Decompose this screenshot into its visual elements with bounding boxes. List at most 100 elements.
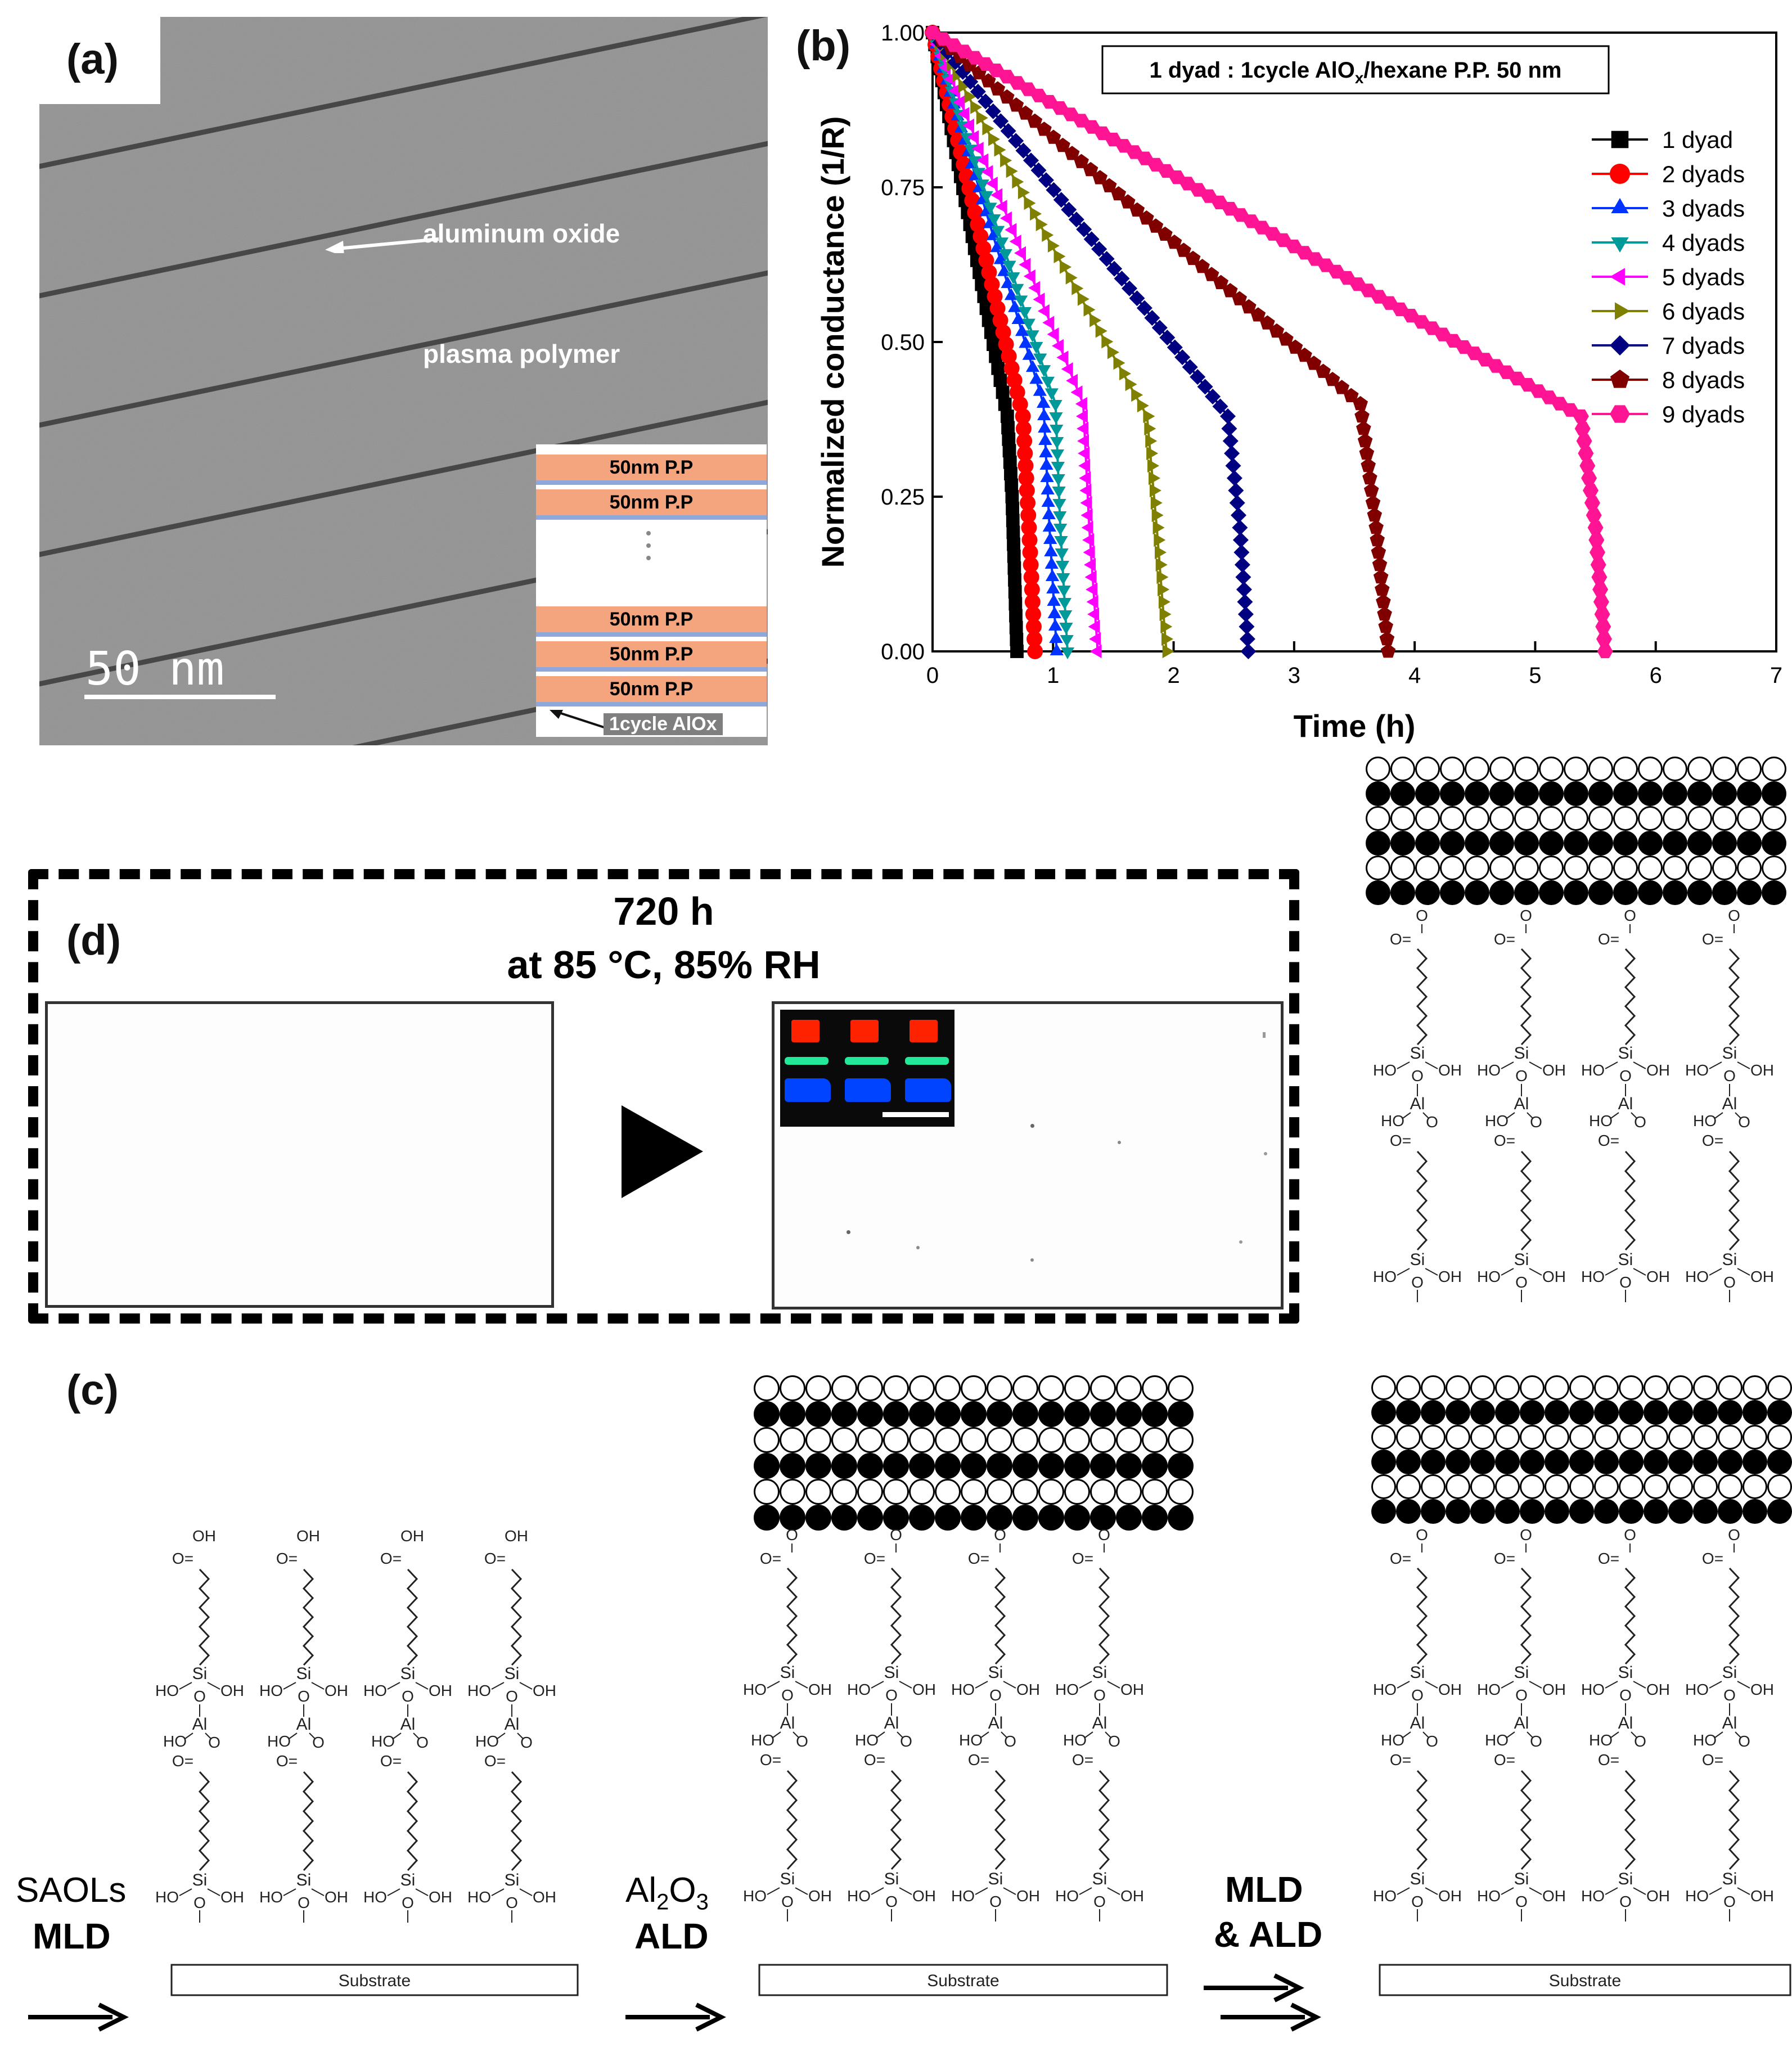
data-point <box>1006 372 1023 389</box>
al2o3-atom <box>1737 806 1762 831</box>
data-point <box>958 79 970 93</box>
alkyl-chain <box>510 1771 523 1871</box>
carbonyl-group: O= <box>1390 1132 1411 1149</box>
bond <box>415 1888 429 1896</box>
data-point <box>1139 210 1154 225</box>
data-point <box>1083 161 1098 177</box>
bond <box>1610 1112 1619 1119</box>
al2o3-atom <box>1142 1479 1168 1505</box>
al2o3-atom <box>1737 880 1762 905</box>
o-atom: O <box>1411 1067 1424 1084</box>
dark-spot <box>1030 1124 1034 1128</box>
data-point <box>1111 186 1127 201</box>
o-atom: O <box>1093 1893 1106 1910</box>
data-point <box>1241 299 1257 314</box>
al2o3-atom <box>935 1453 961 1479</box>
al2o3-atom <box>1737 831 1762 856</box>
oh-group: OH <box>1542 1887 1566 1905</box>
data-point <box>1376 594 1391 609</box>
ho-group: HO <box>1485 1731 1509 1749</box>
data-point <box>1087 607 1100 622</box>
al2o3-atom <box>1396 1425 1421 1450</box>
al2o3-atom <box>1638 806 1663 831</box>
o-atom: O <box>781 1893 794 1910</box>
ho-group: HO <box>1693 1731 1717 1749</box>
ho-group: HO <box>751 1731 775 1749</box>
si-atom: Si <box>1410 1044 1425 1063</box>
data-point <box>1010 284 1024 296</box>
data-point <box>1137 398 1149 413</box>
al2o3-atom <box>1693 1450 1718 1474</box>
data-point <box>1057 598 1071 610</box>
data-point <box>1059 610 1073 622</box>
step2-label-line2: ALD <box>634 1916 709 1956</box>
bond <box>311 1682 325 1690</box>
data-point <box>993 374 1007 387</box>
data-point <box>1179 177 1196 191</box>
data-point <box>1023 269 1035 284</box>
alkyl-chain <box>510 1568 523 1666</box>
data-point <box>1070 385 1083 399</box>
dark-spot <box>847 1230 850 1234</box>
o-atom: O <box>989 1686 1002 1704</box>
al2o3-atom <box>883 1453 909 1479</box>
al2o3-atom <box>754 1401 780 1427</box>
o-atom: O <box>1619 1893 1632 1910</box>
bond <box>387 1682 400 1690</box>
al2o3-atom <box>1390 781 1415 806</box>
al2o3-atom <box>1613 757 1638 781</box>
al2o3-atom <box>935 1479 961 1505</box>
o-atom: O <box>1515 1686 1528 1704</box>
bond <box>1631 1112 1637 1119</box>
data-point <box>1610 268 1625 286</box>
data-point <box>1367 507 1383 522</box>
al2o3-atom <box>780 1427 805 1453</box>
data-point <box>1378 619 1393 633</box>
data-point <box>1229 495 1245 511</box>
data-point <box>1610 405 1630 423</box>
al2o3-atom <box>1116 1375 1142 1401</box>
carbonyl-group: O= <box>1702 1132 1723 1149</box>
substrate <box>170 1964 579 1996</box>
data-point <box>1035 217 1048 232</box>
data-point <box>1095 126 1111 140</box>
al2o3-atom <box>1090 1427 1116 1453</box>
legend-label: 7 dyads <box>1662 332 1745 359</box>
alkyl-chain <box>302 1568 314 1666</box>
data-point <box>1041 376 1055 389</box>
carbonyl-group: O= <box>1494 1132 1515 1149</box>
data-point <box>1125 377 1137 392</box>
alkyl-chain <box>994 1770 1006 1870</box>
data-point <box>1392 302 1408 317</box>
al2o3-atom <box>1495 1400 1520 1425</box>
al2o3-atom <box>1545 1499 1569 1524</box>
data-point <box>961 181 978 197</box>
bond <box>289 1732 298 1739</box>
al2o3-atom <box>1116 1505 1142 1531</box>
ho-group: HO <box>951 1681 975 1698</box>
ho-group: HO <box>855 1731 879 1749</box>
oh-group: OH <box>400 1527 424 1545</box>
data-point <box>1224 446 1240 461</box>
data-point <box>1045 569 1060 581</box>
data-point <box>978 252 994 268</box>
data-point <box>993 113 1009 129</box>
al2o3-atom <box>1712 806 1737 831</box>
al2o3-atom <box>1767 1400 1792 1425</box>
bond <box>1397 1061 1410 1069</box>
al2o3-atom <box>1539 831 1564 856</box>
x-tick-label: 2 <box>1167 663 1179 688</box>
al2o3-atom <box>1090 1453 1116 1479</box>
al-atom: Al <box>780 1714 795 1732</box>
data-point <box>994 237 1009 250</box>
al-atom: Al <box>988 1714 1003 1732</box>
data-point <box>967 204 983 220</box>
inset-title: 1 dyad : 1cycle AlOx/hexane P.P. 50 nm <box>1149 58 1561 87</box>
data-point <box>1122 280 1137 296</box>
si-atom: Si <box>192 1664 208 1683</box>
data-point <box>964 89 976 104</box>
o-atom: O <box>506 1894 518 1911</box>
ho-group: HO <box>847 1887 871 1905</box>
data-point <box>1053 249 1066 263</box>
data-point <box>1042 507 1056 519</box>
